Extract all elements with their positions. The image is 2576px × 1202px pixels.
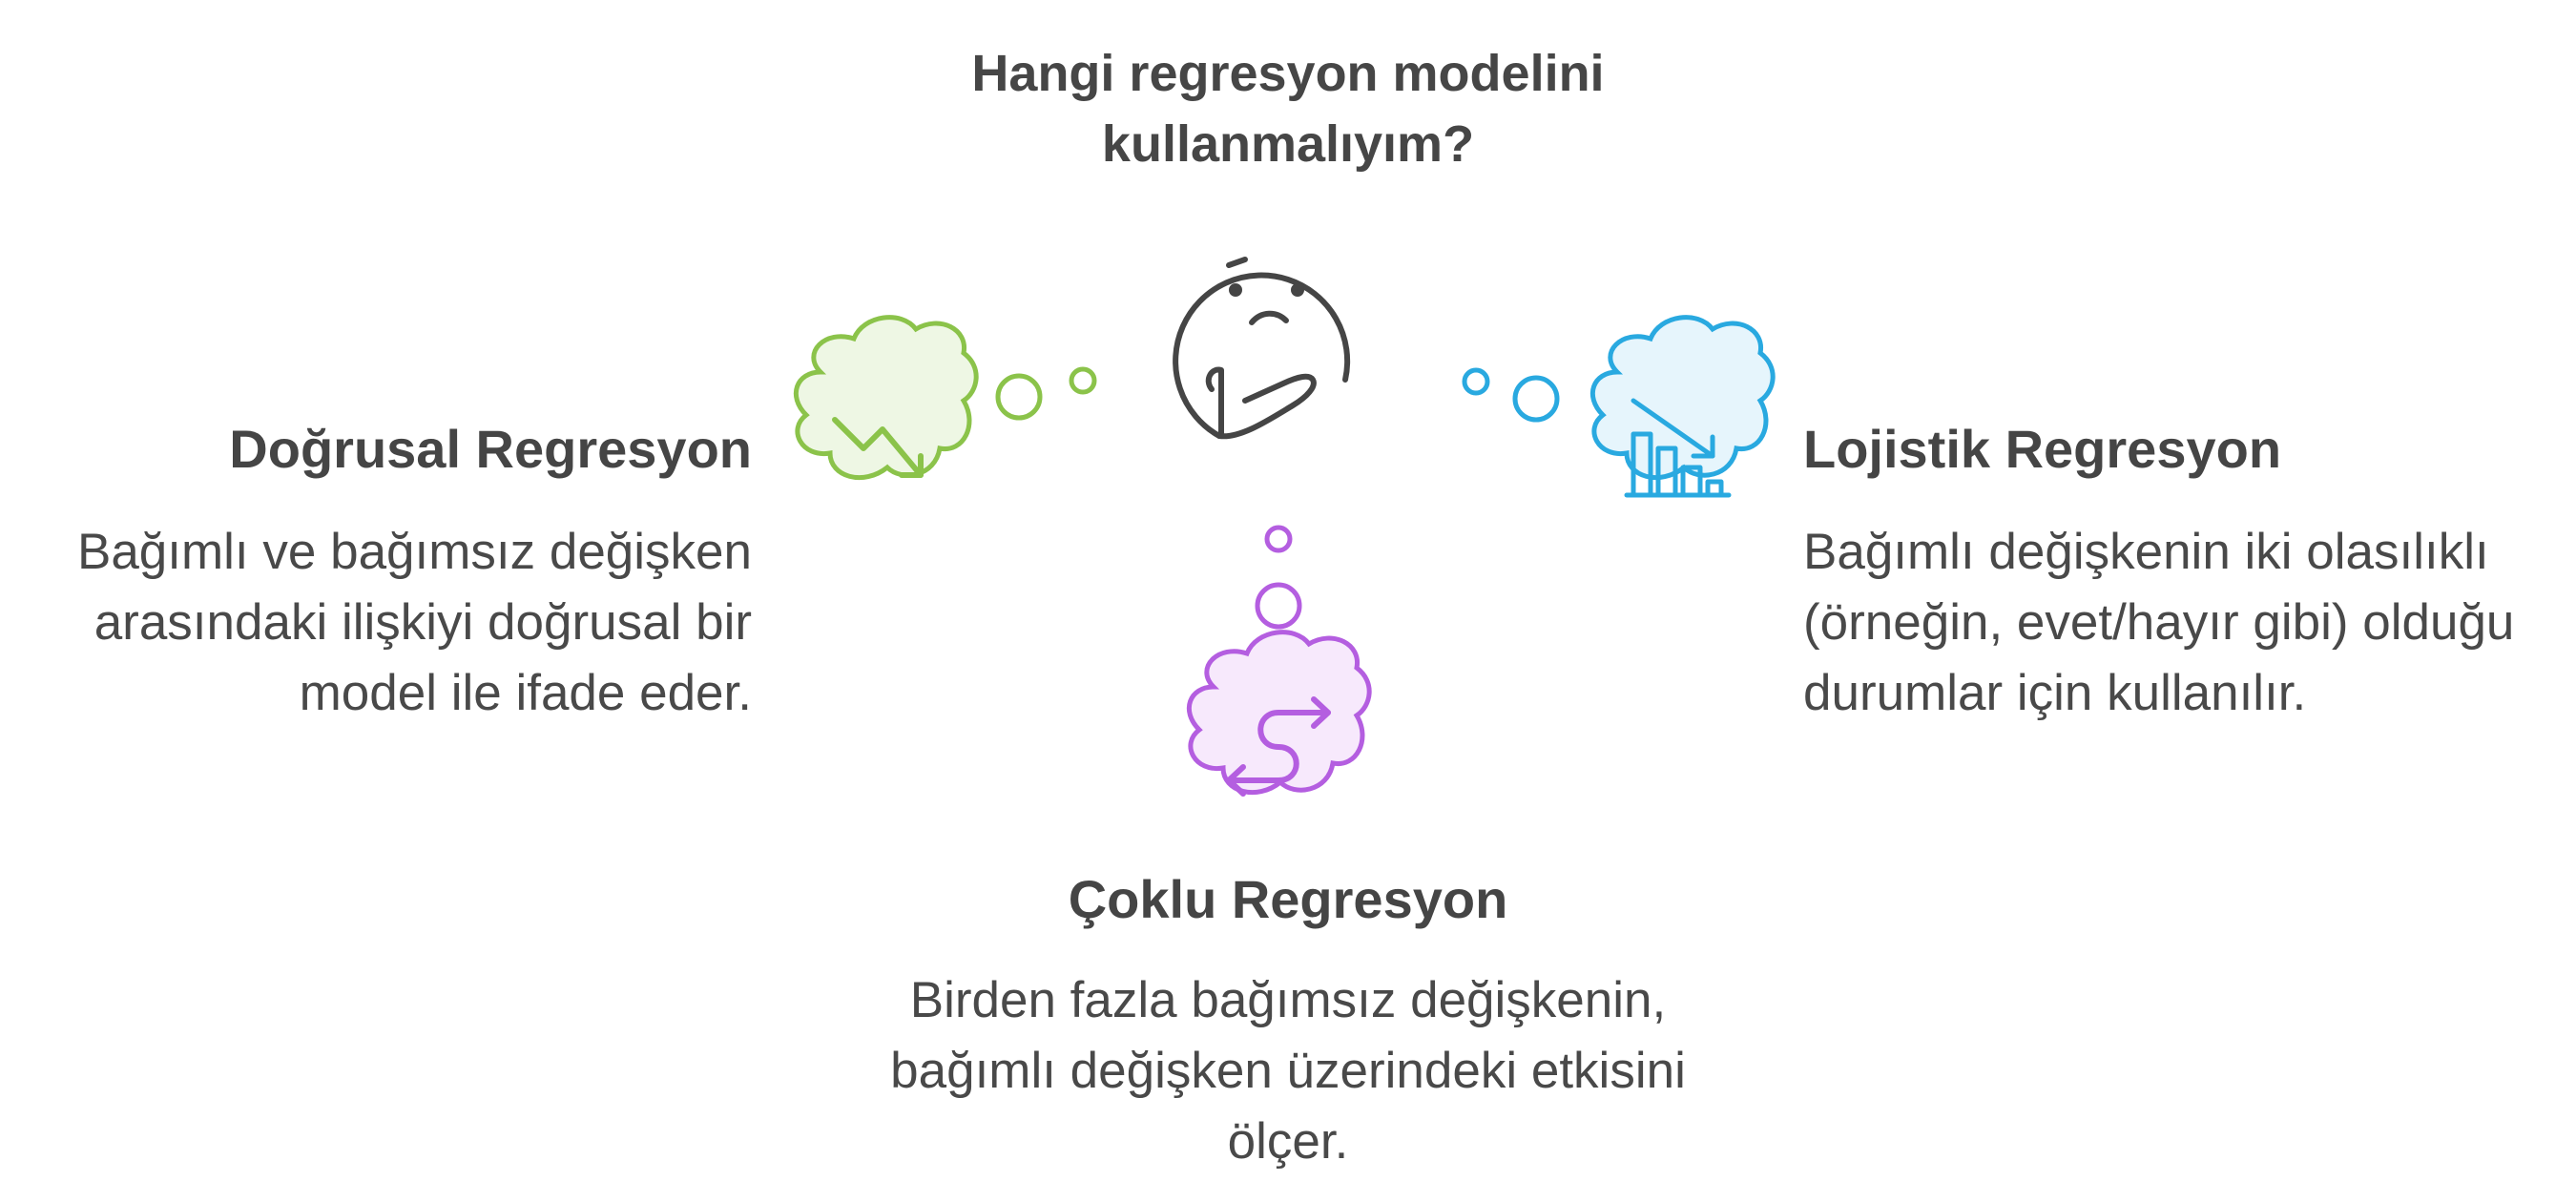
heading-logistic-regression: Lojistik Regresyon: [1803, 419, 2282, 479]
thought-bubble-right: [1462, 367, 1560, 423]
thinking-face-icon: [1173, 257, 1351, 440]
thought-bubble-bottom: [1255, 525, 1302, 630]
s-curve-arrows-icon: [1226, 696, 1331, 797]
heading-multiple-regression: Çoklu Regresyon: [1068, 869, 1508, 929]
heading-linear-regression: Doğrusal Regresyon: [229, 419, 752, 479]
diagram-title: Hangi regresyon modelini kullanmalıyım?: [971, 45, 1605, 173]
description-logistic-regression: Bağımlı değişkenin iki olasılıklı (örneğ…: [1803, 524, 2515, 721]
trend-down-arrow-icon: [832, 417, 924, 478]
thought-bubble-left: [995, 366, 1097, 421]
description-multiple-regression: Birden fazla bağımsız değişkenin, bağıml…: [890, 972, 1686, 1170]
bar-chart-decline-icon: [1624, 398, 1732, 498]
cloud-linear: [793, 315, 979, 481]
description-linear-regression: Bağımlı ve bağımsız değişken arasındaki …: [76, 524, 752, 721]
cloud-logistic: [1589, 315, 1776, 481]
